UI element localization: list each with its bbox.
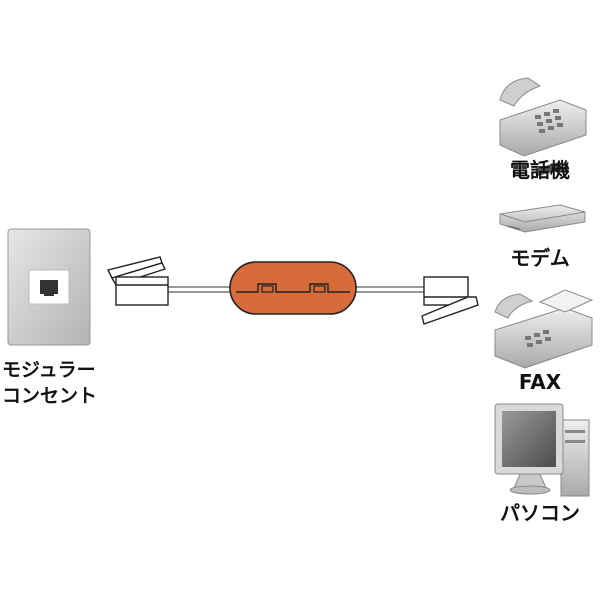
modem-icon (499, 204, 586, 233)
wall-outlet-icon (7, 228, 91, 346)
pc-label: パソコン (500, 501, 580, 525)
outlet-label-line2: コンセント (2, 385, 98, 407)
ferrite-core-icon (229, 261, 357, 315)
modem-label: モデム (510, 246, 570, 270)
fax-icon (494, 161, 594, 369)
fax-label: FAX (518, 370, 562, 394)
telephone-icon (499, 77, 587, 157)
right-modular-plug-icon (421, 276, 479, 325)
pc-icon (494, 403, 590, 497)
left-modular-plug-icon (106, 256, 169, 306)
telephone-label: 電話機 (510, 158, 570, 182)
outlet-label-line1: モジュラー (2, 359, 96, 381)
